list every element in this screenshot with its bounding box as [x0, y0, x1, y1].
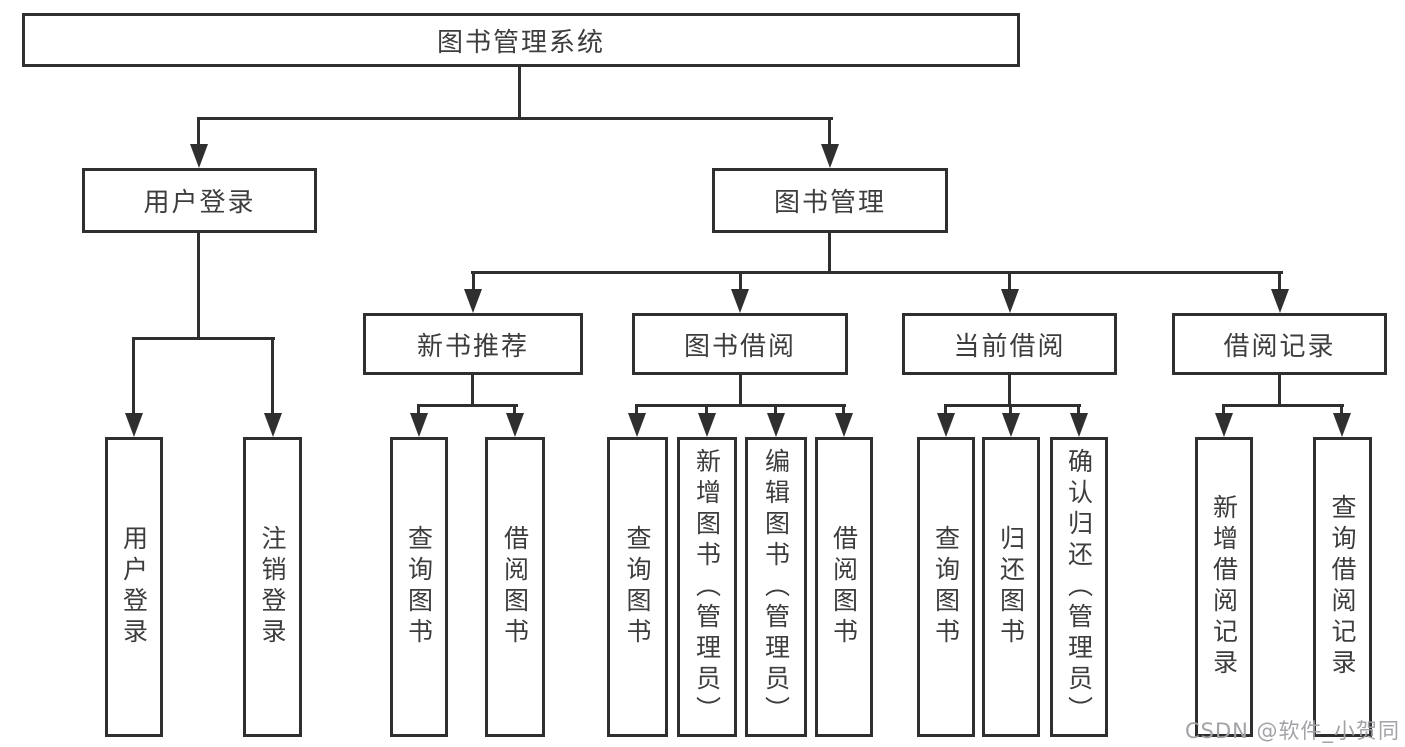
arrow-head-leaf — [1215, 413, 1233, 437]
connector-user-login-stem — [197, 117, 200, 146]
arrow-head-leaf — [410, 413, 428, 437]
arrow-head-leaf — [1333, 413, 1351, 437]
connector-level2-bar — [197, 117, 833, 120]
node-book-management: 图书管理 — [712, 168, 948, 233]
connector-mgmt-down — [828, 233, 831, 274]
leaf-bb-add-books-admin: 新增图书（管理员） — [677, 437, 737, 737]
connector-leaf-stem — [132, 337, 135, 415]
arrow-head-current-borrow — [1001, 289, 1019, 313]
connector-leaf-stem — [271, 337, 274, 415]
connector-groupD-down — [1278, 375, 1281, 407]
arrow-head-leaf — [506, 413, 524, 437]
leaf-label: 编辑图书（管理员） — [761, 447, 791, 727]
node-label: 当前借阅 — [953, 331, 1066, 362]
connector-leaf-stem — [513, 404, 516, 416]
arrow-head-leaf — [767, 413, 785, 437]
leaf-cb-confirm-return-admin: 确认归还（管理员） — [1050, 437, 1108, 737]
node-label: 图书借阅 — [683, 331, 796, 362]
arrow-head-borrow-records — [1271, 289, 1289, 313]
leaf-nb-query-books: 查询图书 — [390, 437, 448, 737]
arrow-head-leaf-logout — [264, 413, 282, 437]
arrow-head-new-book-recommend — [464, 289, 482, 313]
connector-groupC-bar — [944, 404, 1081, 407]
leaf-bb-query-books: 查询图书 — [607, 437, 668, 737]
connector-l3-stem — [1278, 271, 1281, 291]
node-user-login: 用户登录 — [82, 168, 317, 233]
leaf-label: 查询图书 — [404, 525, 434, 649]
csdn-watermark: CSDN @软件_小贺同学 — [1185, 719, 1401, 743]
leaf-cb-return-books: 归还图书 — [982, 437, 1040, 737]
leaf-br-query-record: 查询借阅记录 — [1313, 437, 1372, 737]
connector-root-stem — [518, 66, 521, 119]
connector-login-down — [197, 233, 200, 340]
arrow-head-book-mgmt — [821, 144, 839, 168]
connector-leaf-stem — [1340, 404, 1343, 416]
arrow-head-leaf — [628, 413, 646, 437]
connector-level3-bar — [471, 271, 1283, 274]
arrow-head-leaf — [835, 413, 853, 437]
connector-leaf-stem — [1077, 404, 1080, 416]
connector-leaf-stem — [1009, 404, 1012, 416]
connector-groupC-down — [1008, 375, 1011, 407]
leaf-label: 借阅图书 — [829, 525, 859, 649]
node-label: 借阅记录 — [1223, 331, 1336, 362]
leaf-label: 用户登录 — [119, 525, 149, 649]
connector-leaf-stem — [774, 404, 777, 416]
connector-l3-stem — [739, 271, 742, 291]
leaf-label: 归还图书 — [996, 525, 1026, 649]
connector-groupA-bar — [417, 404, 518, 407]
leaf-logout: 注销登录 — [243, 437, 302, 737]
node-label: 用户登录 — [143, 188, 256, 218]
node-label: 新书推荐 — [416, 331, 529, 362]
connector-groupA-down — [471, 375, 474, 407]
connector-leaf-stem — [635, 404, 638, 416]
arrow-head-leaf-user-login — [125, 413, 143, 437]
connector-groupB-bar — [635, 404, 846, 407]
leaf-bb-borrow-books: 借阅图书 — [815, 437, 873, 737]
node-book-borrow: 图书借阅 — [632, 313, 848, 375]
node-borrow-records: 借阅记录 — [1172, 313, 1387, 375]
connector-leaf-stem — [417, 404, 420, 416]
arrow-head-user-login — [190, 144, 208, 168]
node-library-management-system: 图书管理系统 — [22, 13, 1020, 67]
leaf-br-add-record: 新增借阅记录 — [1195, 437, 1253, 737]
connector-login-bar — [132, 337, 275, 340]
connector-leaf-stem — [705, 404, 708, 416]
leaf-bb-edit-books-admin: 编辑图书（管理员） — [745, 437, 807, 737]
leaf-label: 新增借阅记录 — [1209, 494, 1239, 680]
connector-leaf-stem — [1222, 404, 1225, 416]
arrow-head-leaf — [698, 413, 716, 437]
connector-groupB-down — [739, 375, 742, 407]
node-current-borrow: 当前借阅 — [902, 313, 1117, 375]
connector-groupD-bar — [1222, 404, 1344, 407]
leaf-label: 查询图书 — [623, 525, 652, 649]
leaf-user-login: 用户登录 — [105, 437, 163, 737]
node-new-book-recommend: 新书推荐 — [363, 313, 583, 375]
leaf-label: 查询图书 — [931, 525, 961, 649]
leaf-label: 借阅图书 — [500, 525, 530, 649]
leaf-label: 确认归还（管理员） — [1064, 447, 1094, 727]
connector-leaf-stem — [842, 404, 845, 416]
connector-book-mgmt-stem — [828, 117, 831, 146]
connector-l3-stem — [472, 271, 475, 291]
node-label: 图书管理 — [773, 188, 886, 218]
leaf-label: 查询借阅记录 — [1328, 494, 1357, 680]
arrow-head-leaf — [1070, 413, 1088, 437]
connector-l3-stem — [1008, 271, 1011, 291]
leaf-label: 注销登录 — [258, 525, 287, 649]
node-label: 图书管理系统 — [436, 27, 605, 58]
leaf-label: 新增图书（管理员） — [692, 447, 722, 727]
arrow-head-leaf — [1002, 413, 1020, 437]
arrow-head-leaf — [937, 413, 955, 437]
arrow-head-book-borrow — [731, 289, 749, 313]
leaf-nb-borrow-books: 借阅图书 — [485, 437, 545, 737]
leaf-cb-query-books: 查询图书 — [917, 437, 975, 737]
connector-leaf-stem — [944, 404, 947, 416]
